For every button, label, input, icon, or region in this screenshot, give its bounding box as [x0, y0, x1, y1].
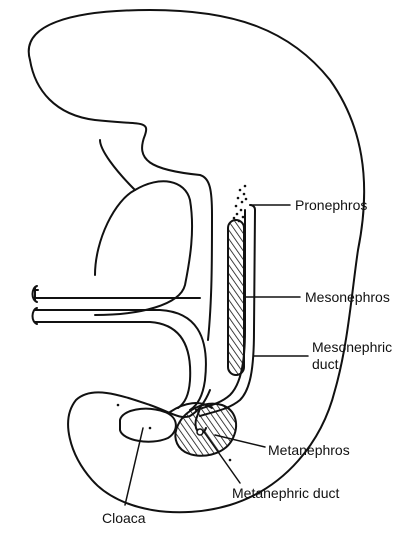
label-mesonephros: Mesonephros: [305, 289, 390, 305]
lower-tube-bottom: [35, 322, 190, 408]
cloaca-outline: [120, 409, 176, 442]
label-mesonephric-duct-2: duct: [312, 356, 339, 372]
label-metanephros: Metanephros: [268, 442, 350, 458]
label-cloaca: Cloaca: [102, 510, 146, 526]
dot-mark-2: [149, 427, 152, 430]
gut-loop: [95, 181, 192, 315]
label-metanephric-duct: Metanephric duct: [232, 485, 340, 501]
dot-mark-3: [229, 459, 232, 462]
gut-loop-top: [100, 140, 135, 190]
metanephric-duct-tip: [197, 429, 203, 435]
label-mesonephric-duct-1: Mesonephric: [312, 339, 392, 355]
upper-tube: [35, 288, 200, 300]
label-pronephros: Pronephros: [295, 197, 367, 213]
dot-mark-1: [117, 404, 120, 407]
mesonephros-body: [228, 220, 244, 375]
